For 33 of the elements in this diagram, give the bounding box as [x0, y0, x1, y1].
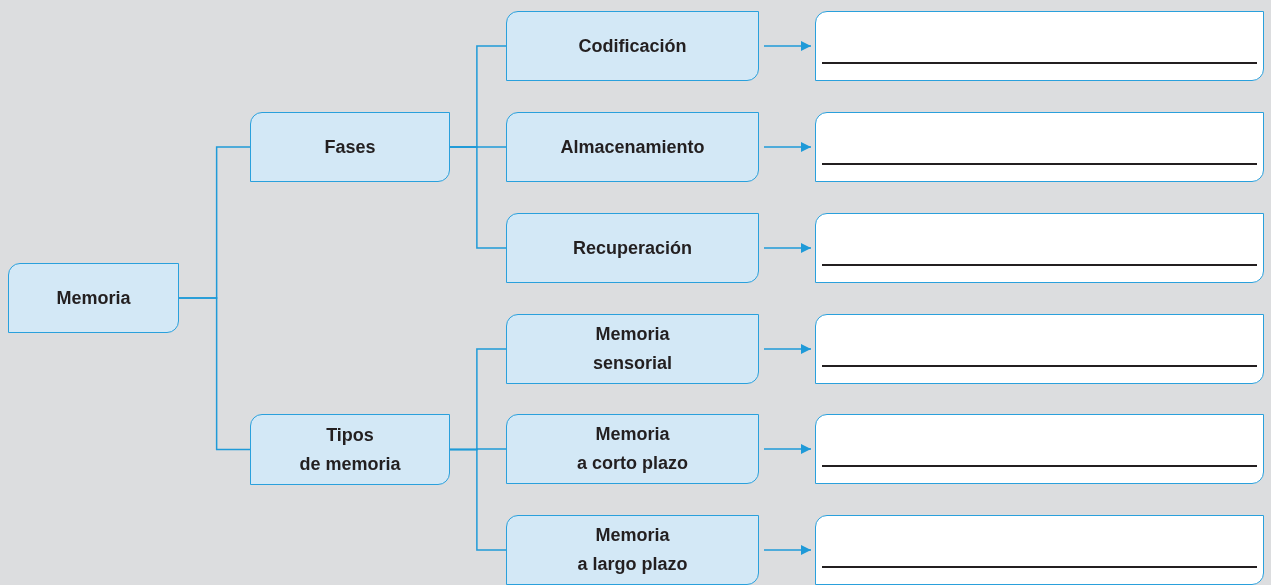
arrow	[763, 344, 812, 354]
topic-box	[250, 414, 450, 485]
topic-label: Memoria sensorial	[592, 323, 672, 375]
topic-label: Memoria a corto plazo	[577, 423, 688, 475]
arrow	[763, 545, 812, 555]
topic-box	[506, 515, 759, 585]
answer-box	[815, 414, 1264, 484]
topic-box	[506, 213, 759, 283]
topic-label: Memoria a largo plazo	[577, 524, 688, 576]
answer-box	[815, 515, 1264, 585]
arrow	[763, 41, 812, 51]
arrow	[763, 243, 812, 253]
topic-box	[250, 112, 450, 182]
answer-box	[815, 314, 1264, 384]
topic-label: Memoria	[56, 286, 131, 310]
connector-line	[449, 448, 507, 551]
arrow	[763, 142, 812, 152]
topic-box	[8, 263, 179, 333]
topic-label: Codificación	[578, 34, 687, 58]
connector-line	[449, 146, 507, 249]
topic-label: Tipos de memoria	[299, 423, 401, 476]
topic-box	[506, 414, 759, 484]
connector-line	[178, 297, 251, 451]
topic-label: Fases	[324, 135, 376, 159]
topic-box	[506, 314, 759, 384]
arrow	[763, 444, 812, 454]
topic-label: Almacenamiento	[560, 135, 705, 159]
answer-box	[815, 11, 1264, 81]
topic-label: Recuperación	[572, 236, 692, 260]
topic-box	[506, 112, 759, 182]
answer-box	[815, 112, 1264, 182]
topic-box	[506, 11, 759, 81]
answer-box	[815, 213, 1264, 283]
